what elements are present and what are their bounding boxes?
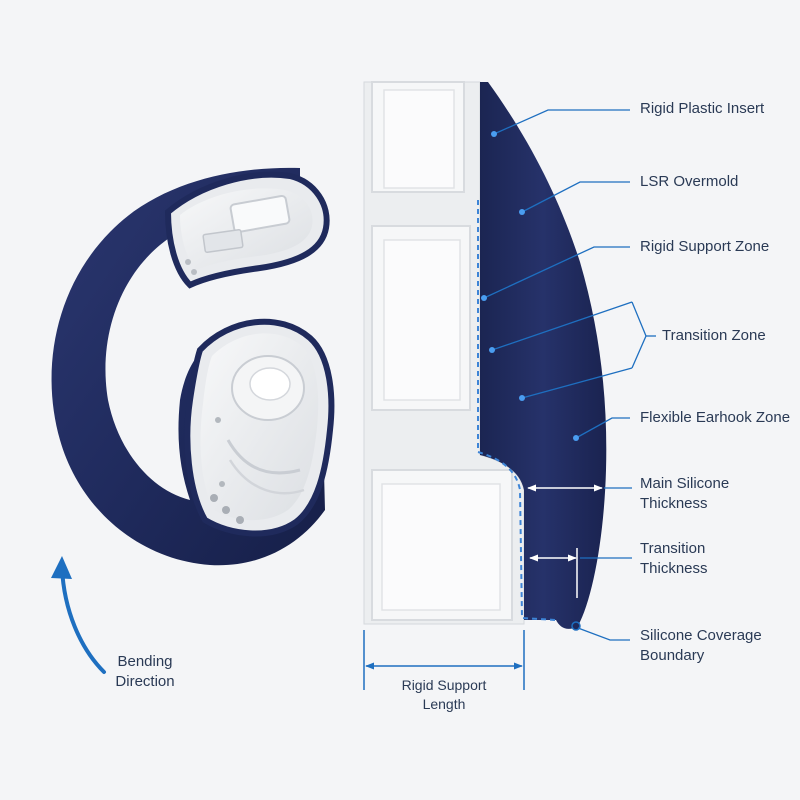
label-line: Thickness <box>640 560 708 577</box>
label-rigid-support-length: Rigid Support Length <box>384 676 504 714</box>
label-line: Bending <box>117 653 173 670</box>
insert-silicone-interface <box>477 200 557 621</box>
label-line: Main Silicone <box>640 475 730 492</box>
leader-transition-zone-b <box>521 367 633 399</box>
insert-screw-hole <box>222 506 230 514</box>
insert-screw-hole <box>219 481 225 487</box>
upper-insert-hole <box>191 269 197 275</box>
insert-cavity-mid-inner <box>383 239 461 401</box>
label-line: Thickness <box>640 495 708 512</box>
insert-screw-hole <box>215 417 221 423</box>
label-transition-thickness: Transition Thickness <box>640 539 708 579</box>
label-lsr-overmold: LSR Overmold <box>640 173 739 190</box>
label-flexible-earhook-zone: Flexible Earhook Zone <box>640 409 791 426</box>
label-rigid-support-zone: Rigid Support Zone <box>640 238 770 255</box>
upper-insert-slot <box>202 228 244 254</box>
callout-dot <box>519 209 525 215</box>
earhook-product <box>51 167 335 566</box>
cross-section-view <box>363 81 607 631</box>
label-line: Length <box>422 696 466 712</box>
label-transition-zone: Transition Zone <box>662 327 766 344</box>
leader-lsr-overmold <box>521 181 630 213</box>
label-bending-direction: Bending Direction <box>100 652 190 692</box>
insert-cavity-top-inner <box>383 89 455 189</box>
insert-screw-hole <box>236 516 244 524</box>
callout-dot <box>489 347 495 353</box>
upper-insert-pocket <box>229 194 291 234</box>
insert-screw-hole <box>210 494 218 502</box>
leader-rigid-support-zone <box>483 246 630 299</box>
label-line: Boundary <box>640 647 705 664</box>
label-line: Transition <box>640 540 706 557</box>
lsr-overmold-section <box>480 82 607 629</box>
callout-leaders <box>483 109 656 641</box>
curved-arrow-up-icon <box>60 566 106 674</box>
label-silicone-coverage-boundary: Silicone Coverage Boundary <box>640 626 762 666</box>
callout-dots <box>481 131 579 441</box>
label-rigid-plastic-insert: Rigid Plastic Insert <box>640 100 765 117</box>
leader-coverage-boundary <box>577 627 630 641</box>
insert-cavity-low-inner <box>381 483 501 611</box>
leader-flexible-earhook-zone <box>575 417 630 439</box>
curved-arrow-up-icon-head <box>51 556 72 579</box>
callout-dot <box>491 131 497 137</box>
insert-rib <box>226 439 301 475</box>
upper-insert-hole <box>185 259 191 265</box>
label-line: Rigid Support <box>401 677 487 693</box>
insert-rib <box>228 459 305 495</box>
leader-rigid-plastic-insert <box>493 109 630 135</box>
label-main-silicone-thickness: Main Silicone Thickness <box>640 474 729 514</box>
callout-dot <box>519 395 525 401</box>
leader-transition-zone-bracket <box>631 301 647 369</box>
label-line: Silicone Coverage <box>640 627 762 644</box>
callout-dot <box>481 295 487 301</box>
label-line: Direction <box>115 673 175 690</box>
speaker-recess-inner <box>249 367 291 401</box>
callout-dot <box>573 435 579 441</box>
leader-transition-zone-a <box>491 301 633 351</box>
